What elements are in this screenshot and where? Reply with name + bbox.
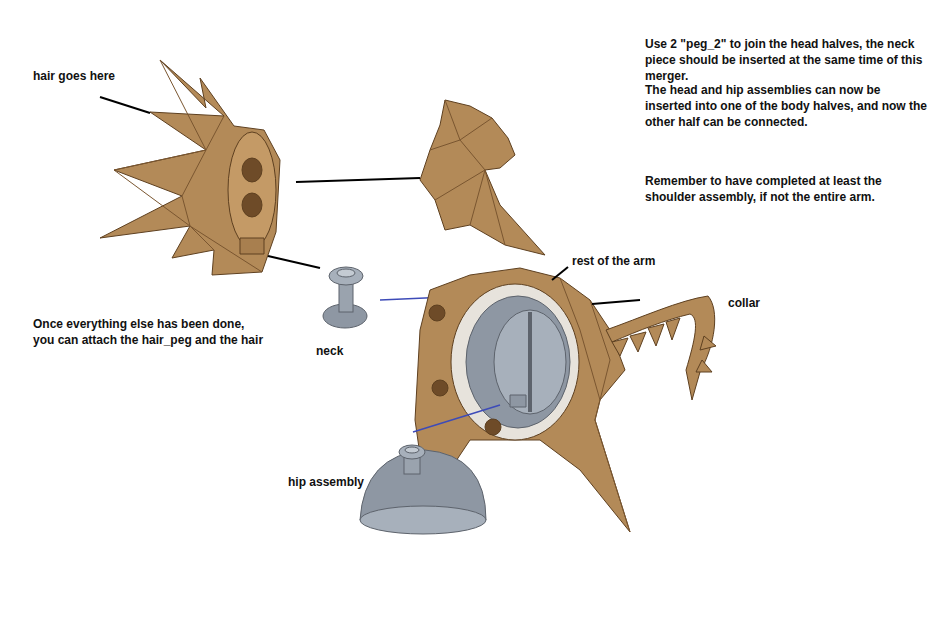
leader-line: [268, 256, 320, 268]
hair-part: [100, 60, 280, 275]
part-label: hip assembly: [288, 474, 388, 490]
note-text: Remember to have completed at least the …: [645, 173, 930, 205]
part-label: hair goes here: [33, 68, 153, 84]
note-text: Use 2 "peg_2" to join the head halves, t…: [645, 36, 930, 84]
hip-assembly-part: [360, 445, 486, 534]
leader-line: [552, 267, 568, 280]
part-label: rest of the arm: [572, 253, 682, 269]
head-part: [420, 100, 545, 255]
collar-part: [606, 296, 716, 400]
note-text: The head and hip assemblies can now be i…: [645, 82, 930, 130]
leader-line: [592, 300, 640, 304]
neck-peg: [323, 267, 367, 328]
part-label: collar: [728, 295, 788, 311]
leader-line: [100, 97, 150, 113]
note-text: Once everything else has been done, you …: [33, 316, 268, 348]
insert-line: [413, 405, 500, 432]
part-label: neck: [316, 343, 366, 359]
leader-line: [296, 178, 420, 182]
